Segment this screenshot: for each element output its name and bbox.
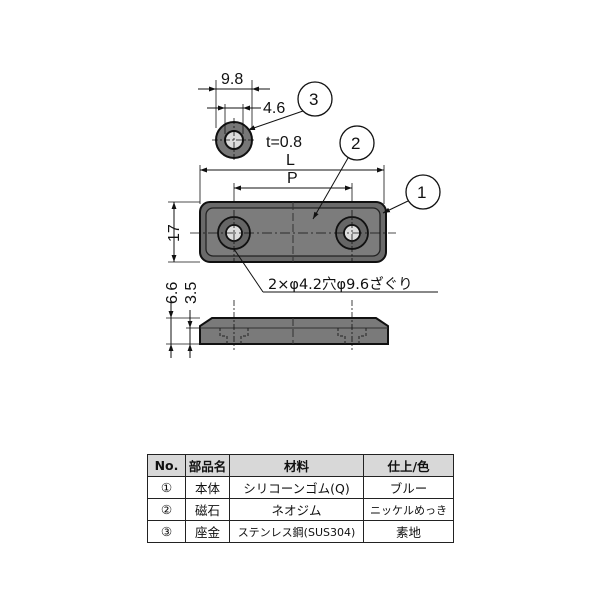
table-row: ② 磁石 ネオジム ニッケルめっき bbox=[147, 498, 454, 521]
dim-3-5: 3.5 bbox=[183, 282, 200, 304]
cell-part-name: 磁石 bbox=[185, 498, 230, 521]
side-body bbox=[199, 317, 389, 345]
callout-3: 3 bbox=[309, 90, 318, 109]
table-header-row: No. 部品名 材料 仕上/色 bbox=[147, 454, 454, 477]
top-view: L P 17 2 1 bbox=[166, 125, 441, 293]
cell-material: シリコーンゴム(Q) bbox=[229, 476, 364, 499]
cell-finish: 素地 bbox=[363, 520, 454, 543]
table-row: ① 本体 シリコーンゴム(Q) ブルー bbox=[147, 476, 454, 499]
cell-material: ネオジム bbox=[229, 498, 364, 521]
header-finish: 仕上/色 bbox=[363, 454, 454, 477]
cell-no: ① bbox=[147, 476, 186, 499]
cell-finish: ニッケルめっき bbox=[363, 498, 454, 521]
header-material: 材料 bbox=[229, 454, 364, 477]
header-no: No. bbox=[147, 454, 186, 477]
cell-material: ステンレス鋼(SUS304) bbox=[229, 520, 364, 543]
hole-note: 2×φ4.2穴φ9.6ざぐり bbox=[268, 275, 413, 293]
washer-detail: 9.8 4.6 t=0.8 3 bbox=[198, 71, 333, 162]
cell-no: ② bbox=[147, 498, 186, 521]
cell-part-name: 本体 bbox=[185, 476, 230, 499]
callout-2: 2 bbox=[351, 134, 360, 153]
header-part-name: 部品名 bbox=[185, 454, 230, 477]
washer-outer-dim: 9.8 bbox=[221, 71, 243, 88]
cell-part-name: 座金 bbox=[185, 520, 230, 543]
side-view: 6.6 3.5 bbox=[164, 282, 389, 358]
cell-no: ③ bbox=[147, 520, 186, 543]
dim-17: 17 bbox=[166, 224, 183, 242]
cell-finish: ブルー bbox=[363, 476, 454, 499]
parts-table: No. 部品名 材料 仕上/色 ① 本体 シリコーンゴム(Q) ブルー ② 磁石… bbox=[147, 454, 454, 543]
table-row: ③ 座金 ステンレス鋼(SUS304) 素地 bbox=[147, 520, 454, 543]
dim-6-6: 6.6 bbox=[164, 282, 181, 304]
washer-inner-dim: 4.6 bbox=[263, 100, 285, 117]
callout-1: 1 bbox=[417, 183, 426, 202]
dim-L: L bbox=[286, 152, 295, 169]
dim-P: P bbox=[287, 170, 298, 187]
washer-thickness: t=0.8 bbox=[266, 134, 302, 151]
